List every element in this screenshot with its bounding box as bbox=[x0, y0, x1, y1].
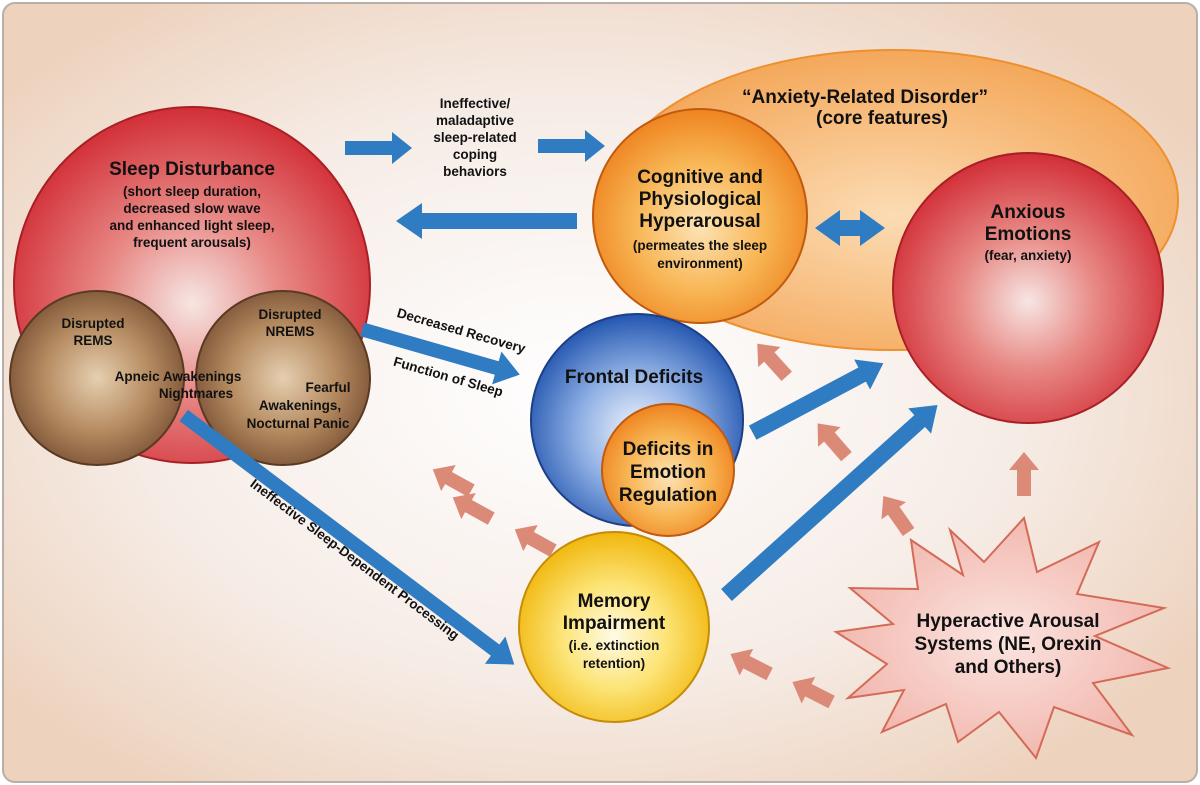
sleep-disturbance-detail: (short sleep duration, bbox=[123, 184, 261, 199]
arrow-memory-to-anxious bbox=[721, 404, 938, 601]
anxious-emotions-circle bbox=[892, 152, 1164, 424]
sleep-disturbance-detail: decreased slow wave bbox=[123, 201, 261, 216]
hyperarousal-title-line: Physiological bbox=[639, 189, 761, 210]
sleep-disturbance-detail: frequent arousals) bbox=[133, 235, 251, 250]
hyperactive-arousal-line: Systems (NE, Orexin bbox=[915, 634, 1102, 655]
sleep-disturbance-title: Sleep Disturbance bbox=[109, 159, 275, 180]
anxious-emotions-details: (fear, anxiety) bbox=[984, 248, 1071, 263]
coping-line: Ineffective/ bbox=[440, 96, 511, 111]
emotion-regulation-line: Emotion bbox=[630, 462, 706, 483]
disrupted-nrems-line: Disrupted bbox=[258, 307, 321, 322]
arrow-arousal-to-memory-2 bbox=[792, 676, 835, 709]
arrow-frontal-to-anxious bbox=[748, 359, 884, 440]
arrow-hyperarousal-anxious bbox=[815, 210, 885, 246]
hyperarousal-detail: environment) bbox=[657, 256, 743, 271]
sleep-disturbance-detail: and enhanced light sleep, bbox=[109, 218, 274, 233]
emotion-regulation-circle bbox=[601, 403, 735, 537]
arrow-sleep-to-coping bbox=[345, 132, 412, 164]
hyperarousal-title: Cognitive and Physiological Hyperarousal bbox=[637, 167, 763, 232]
arrow-sleep-to-memory bbox=[179, 409, 515, 665]
arrow-coping-to-hyperarousal bbox=[538, 130, 605, 162]
disrupted-rems-line: REMS bbox=[73, 333, 112, 348]
fearful-awakenings-line: Awakenings, bbox=[259, 398, 341, 413]
blue-arrows bbox=[179, 130, 938, 665]
hyperactive-arousal-line: and Others) bbox=[955, 657, 1062, 678]
arrow-hyperarousal-to-sleep bbox=[396, 203, 577, 239]
coping-line: maladaptive bbox=[436, 113, 515, 128]
hyperactive-arousal-starburst bbox=[833, 515, 1172, 761]
arrow-arousal-to-anxious-1 bbox=[881, 495, 915, 537]
emotion-regulation-line: Deficits in bbox=[623, 439, 714, 460]
arrow-memory-to-sleep-1 bbox=[432, 464, 475, 497]
anxiety-disorder-title: “Anxiety-Related Disorder” bbox=[742, 87, 988, 108]
coping-line: coping bbox=[453, 147, 497, 162]
anxiety-disorder-subtitle: (core features) bbox=[816, 108, 948, 129]
disrupted-nrems-circle bbox=[195, 290, 371, 466]
nightmares-label: Nightmares bbox=[159, 386, 233, 401]
hyperarousal-circle bbox=[592, 108, 808, 324]
memory-impairment-detail: retention) bbox=[583, 656, 645, 671]
arrow-memory-to-sleep-2 bbox=[452, 492, 495, 525]
fearful-awakenings-line: Nocturnal Panic bbox=[247, 416, 350, 431]
arrow-arousal-to-hyperarousal bbox=[757, 343, 792, 382]
coping-line: sleep-related bbox=[433, 130, 516, 145]
anxious-emotions-title: Anxious Emotions bbox=[985, 202, 1072, 245]
disrupted-rems-line: Disrupted bbox=[61, 316, 124, 331]
disrupted-nrems-line: NREMS bbox=[266, 324, 315, 339]
hyperactive-arousal-title: Hyperactive Arousal Systems (NE, Orexin … bbox=[915, 611, 1102, 678]
frontal-deficits-title: Frontal Deficits bbox=[565, 367, 703, 388]
arrow-arousal-to-memory-1 bbox=[730, 648, 773, 681]
sleep-disturbance-details: (short sleep duration, decreased slow wa… bbox=[109, 184, 274, 250]
hyperarousal-detail: (permeates the sleep bbox=[633, 238, 767, 253]
hyperarousal-details: (permeates the sleep environment) bbox=[633, 238, 767, 271]
coping-behaviors-label: Ineffective/ maladaptive sleep-related c… bbox=[433, 96, 516, 179]
salmon-arrows bbox=[432, 343, 1039, 709]
memory-impairment-line: Memory bbox=[578, 591, 651, 612]
fearful-awakenings-label: Fearful Awakenings, Nocturnal Panic bbox=[247, 380, 351, 431]
memory-impairment-circle bbox=[518, 531, 710, 723]
memory-impairment-line: Impairment bbox=[563, 613, 666, 634]
memory-impairment-title: Memory Impairment bbox=[563, 591, 666, 634]
arrow-sleep-to-frontal bbox=[360, 322, 520, 385]
memory-impairment-detail: (i.e. extinction bbox=[569, 638, 660, 653]
hyperarousal-title-line: Hyperarousal bbox=[639, 211, 760, 232]
emotion-regulation-title: Deficits in Emotion Regulation bbox=[619, 439, 717, 506]
apneic-awakenings-label: Apneic Awakenings bbox=[115, 369, 242, 384]
memory-impairment-details: (i.e. extinction retention) bbox=[569, 638, 660, 671]
anxious-emotions-line: Emotions bbox=[985, 224, 1072, 245]
arrow-arousal-to-anxious-2 bbox=[1009, 452, 1039, 496]
fearful-awakenings-line: Fearful bbox=[305, 380, 350, 395]
disrupted-nrems-label: Disrupted NREMS bbox=[258, 307, 321, 339]
anxious-emotions-line: Anxious bbox=[991, 202, 1066, 223]
arrow-arousal-to-frontal bbox=[817, 423, 852, 462]
hyperarousal-title-line: Cognitive and bbox=[637, 167, 763, 188]
emotion-regulation-line: Regulation bbox=[619, 485, 717, 506]
disrupted-rems-label: Disrupted REMS bbox=[61, 316, 124, 348]
coping-line: behaviors bbox=[443, 164, 507, 179]
disrupted-rems-circle bbox=[9, 290, 185, 466]
hyperactive-arousal-line: Hyperactive Arousal bbox=[916, 611, 1099, 632]
arrow-memory-to-sleep-3 bbox=[514, 524, 557, 557]
